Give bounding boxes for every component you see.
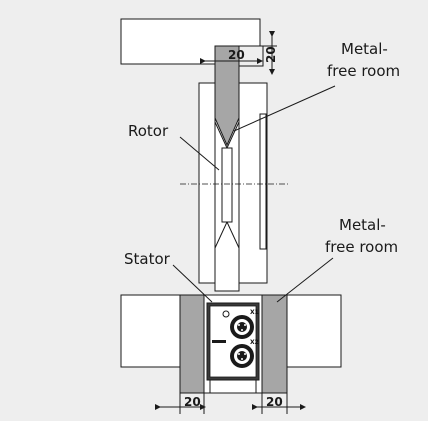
leader-rotor [179, 136, 220, 171]
rotor-side-flange [259, 113, 267, 250]
metal-free-top-label-line1: Metal- [341, 40, 388, 58]
connector-x1 [230, 315, 254, 339]
metal-free-zone-bottom-left [179, 294, 205, 394]
leader-stator [172, 264, 213, 303]
connector-x1-label: X1 [250, 309, 259, 316]
connector-x2-label: X2 [250, 339, 259, 346]
metal-free-top-label-line2: free room [327, 62, 400, 80]
stator-foot [209, 379, 257, 394]
metal-free-bottom-label-line1: Metal- [339, 216, 386, 234]
leader-metal-free-bottom [276, 257, 334, 303]
stator-label: Stator [124, 250, 171, 268]
stator-indicator-bar [212, 340, 226, 343]
rotor-slot [221, 147, 233, 223]
metal-free-zone-top [214, 45, 240, 147]
rotor-taper-lines [214, 121, 240, 249]
metal-free-zone-bottom-right [261, 294, 288, 394]
leader-metal-free-top [233, 85, 336, 132]
top-dimension-vertical: 20 [264, 46, 278, 63]
rotor-label: Rotor [128, 122, 169, 140]
connector-x2 [230, 344, 254, 368]
metal-free-bottom-label-line2: free room [325, 238, 398, 256]
stator-right-block [286, 294, 342, 368]
bottom-left-dimension: 20 [184, 395, 201, 409]
stator-left-block [120, 294, 181, 368]
stator-led-icon [222, 310, 230, 318]
bottom-right-dimension: 20 [266, 395, 283, 409]
top-dimension-horizontal: 20 [228, 48, 245, 62]
